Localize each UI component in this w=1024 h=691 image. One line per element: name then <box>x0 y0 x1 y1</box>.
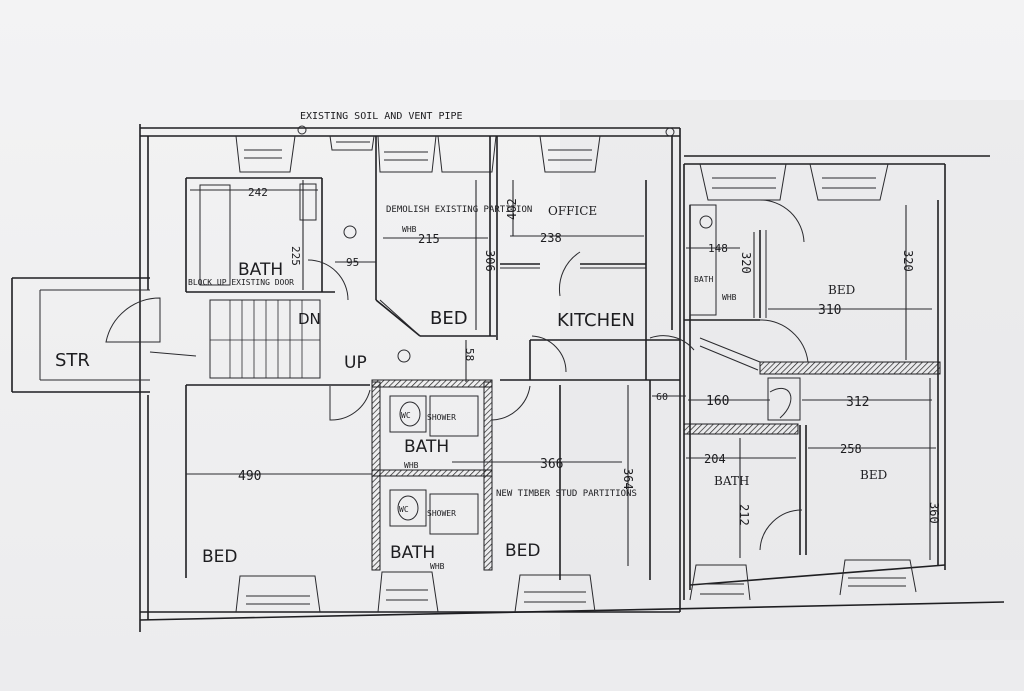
label-whb-4: WHB <box>402 225 417 234</box>
dim-320a: 320 <box>739 252 753 274</box>
note-demolish: DEMOLISH EXISTING PARTITION <box>386 205 532 215</box>
label-shower-1: SHOWER <box>427 413 456 422</box>
label-wc-2: WC <box>399 505 409 514</box>
room-kitchen: KITCHEN <box>557 310 635 331</box>
room-labels: BATH DN UP STR BED OFFICE KITCHEN BATH B… <box>55 204 887 571</box>
bottom-windows <box>235 559 917 613</box>
outer-walls <box>11 124 1005 632</box>
door-swings <box>105 199 809 551</box>
room-bed-sw: BED <box>202 547 238 567</box>
room-str: STR <box>55 350 90 371</box>
dim-320b: 320 <box>901 250 915 272</box>
right-block-walls <box>683 204 941 555</box>
room-bed-se: BED <box>860 468 887 482</box>
label-whb-3: WHB <box>722 293 737 302</box>
label-wc-1: WC <box>401 411 411 420</box>
dim-238: 238 <box>540 231 562 245</box>
note-new-partitions: NEW TIMBER STUD PARTITIONS <box>496 489 637 499</box>
dim-364: 364 <box>621 468 635 490</box>
label-whb-2: WHB <box>430 562 445 571</box>
label-whb-1: WHB <box>404 461 419 470</box>
pipe-markers <box>297 125 713 363</box>
dim-360: 360 <box>927 502 941 524</box>
dim-60: 60 <box>656 392 668 403</box>
dimension-lines <box>186 180 936 566</box>
dim-312: 312 <box>846 395 869 410</box>
dim-258: 258 <box>840 442 862 456</box>
room-bath-se: BATH <box>714 474 749 488</box>
room-bed-ne: BED <box>828 283 855 297</box>
note-soil-pipe: EXISTING SOIL AND VENT PIPE <box>300 111 463 122</box>
room-bed-s: BED <box>505 541 541 561</box>
dim-242: 242 <box>248 186 268 199</box>
dim-148: 148 <box>708 242 728 255</box>
label-shower-2: SHOWER <box>427 509 456 518</box>
annotations: EXISTING SOIL AND VENT PIPE DEMOLISH EXI… <box>188 111 637 499</box>
dim-212: 212 <box>737 504 751 526</box>
dimension-labels: 242 225 95 215 306 402 238 58 148 320 32… <box>238 186 941 526</box>
room-bath-small: BATH <box>694 275 713 284</box>
dim-225: 225 <box>289 246 302 266</box>
room-bath-center: BATH <box>404 437 449 457</box>
dim-366: 366 <box>540 457 563 472</box>
dim-310: 310 <box>818 303 841 318</box>
new-bathroom-pods <box>371 379 493 571</box>
stair-dn: DN <box>298 310 321 328</box>
top-windows <box>235 135 889 201</box>
room-bed-center: BED <box>430 308 468 329</box>
internal-walls <box>149 136 680 580</box>
room-bath-lower: BATH <box>390 543 435 563</box>
dim-402: 402 <box>505 198 519 220</box>
room-bath-nw: BATH <box>238 260 283 280</box>
room-office: OFFICE <box>548 204 597 218</box>
dim-306: 306 <box>483 250 497 272</box>
dim-215: 215 <box>418 232 440 246</box>
dim-204: 204 <box>704 452 726 466</box>
dim-95: 95 <box>346 256 359 269</box>
dim-490: 490 <box>238 469 261 484</box>
stair-up: UP <box>344 353 367 373</box>
dim-58: 58 <box>463 348 476 361</box>
dim-160: 160 <box>706 394 729 409</box>
note-block-up: BLOCK UP EXISTING DOOR <box>188 278 294 287</box>
